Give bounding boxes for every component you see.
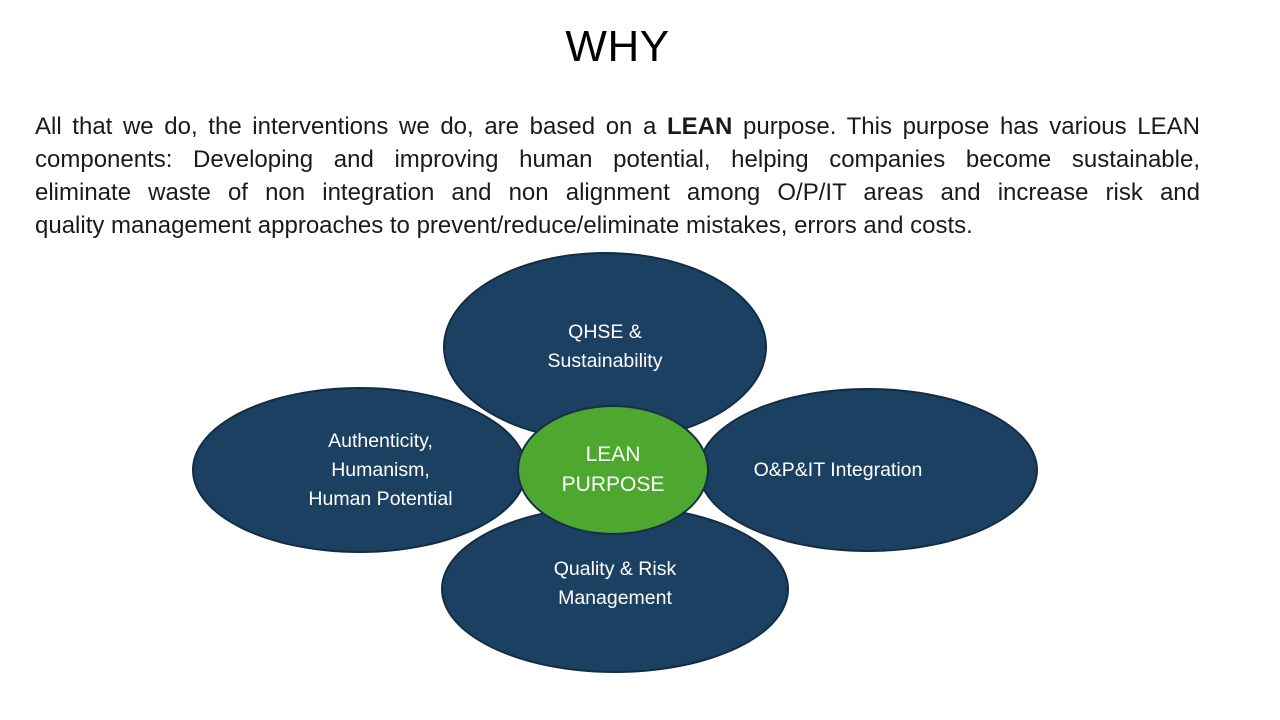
body-line-1-post: purpose. This purpose has various LEAN bbox=[732, 113, 1200, 140]
petal-quality-label: Quality & Risk Management bbox=[554, 555, 676, 613]
body-line-3: eliminate waste of non integration and n… bbox=[35, 179, 1200, 206]
body-paragraph: All that we do, the interventions we do,… bbox=[35, 110, 1200, 242]
petal-label-line: Management bbox=[558, 587, 672, 609]
body-line-1-bold: LEAN bbox=[667, 113, 733, 140]
body-line-1-pre: All that we do, the interventions we do,… bbox=[35, 113, 668, 140]
petal-label-line: O&P&IT Integration bbox=[753, 458, 923, 481]
petal-label-line: Quality & Risk bbox=[553, 558, 677, 580]
petal-label-line: Authenticity, bbox=[328, 429, 433, 452]
petal-label-line: Sustainability bbox=[547, 350, 663, 372]
center-lean-purpose-label: LEAN PURPOSE bbox=[562, 440, 665, 500]
center-label-line: PURPOSE bbox=[561, 473, 665, 496]
petal-opit-label: O&P&IT Integration bbox=[754, 456, 923, 485]
center-label-line: LEAN bbox=[585, 443, 641, 466]
petal-qhse-label: QHSE & Sustainability bbox=[548, 318, 663, 376]
petal-authenticity-humanism: Authenticity, Humanism, Human Potential bbox=[192, 387, 527, 553]
body-line-2: components: Developing and improving hum… bbox=[35, 146, 1200, 173]
petal-label-line: Humanism, bbox=[331, 458, 430, 481]
body-line-1: All that we do, the interventions we do,… bbox=[35, 110, 1200, 143]
body-line-4: quality management approaches to prevent… bbox=[35, 212, 973, 239]
slide-title: WHY bbox=[565, 22, 670, 71]
petal-label-line: QHSE & bbox=[568, 321, 642, 343]
petal-label-line: Human Potential bbox=[308, 487, 453, 510]
center-lean-purpose: LEAN PURPOSE bbox=[517, 405, 709, 535]
petal-opit-integration: O&P&IT Integration bbox=[698, 388, 1038, 552]
petal-authenticity-label: Authenticity, Humanism, Human Potential bbox=[308, 427, 452, 514]
